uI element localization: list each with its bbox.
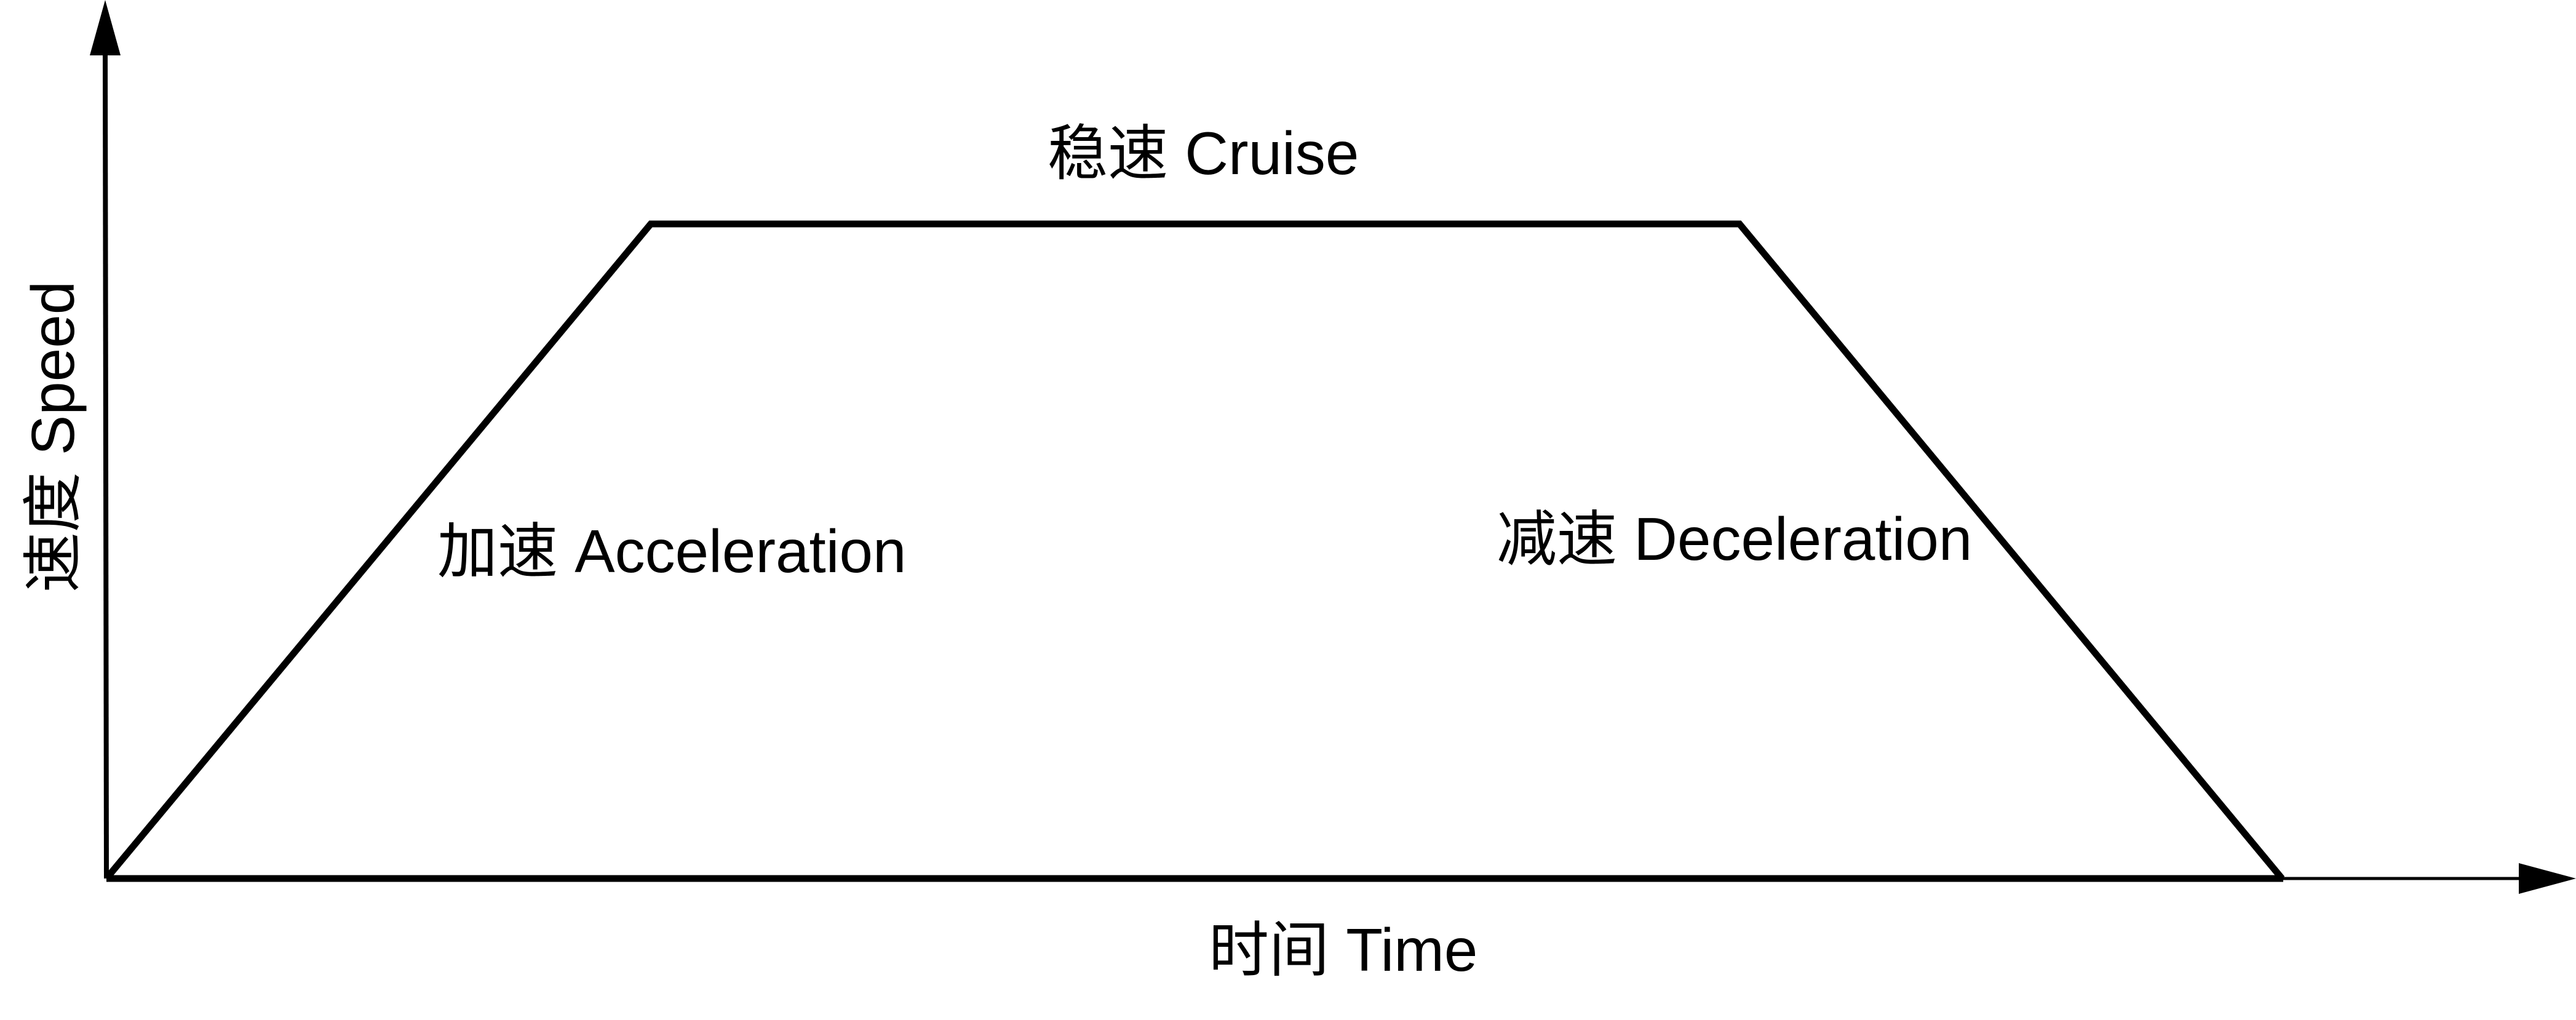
speed-profile-trapezoid — [103, 220, 2285, 881]
acceleration-label: 加速 Acceleration — [437, 517, 907, 585]
x-axis-label: 时间 Time — [1209, 916, 1477, 984]
cruise-label: 稳速 Cruise — [1047, 119, 1359, 187]
y-axis-arrowhead — [90, 0, 121, 55]
x-axis-arrowhead — [2519, 863, 2576, 894]
y-axis-line — [103, 49, 109, 879]
y-axis-label: 速度 Speed — [19, 281, 87, 593]
deceleration-label: 减速 Deceleration — [1497, 505, 1972, 573]
